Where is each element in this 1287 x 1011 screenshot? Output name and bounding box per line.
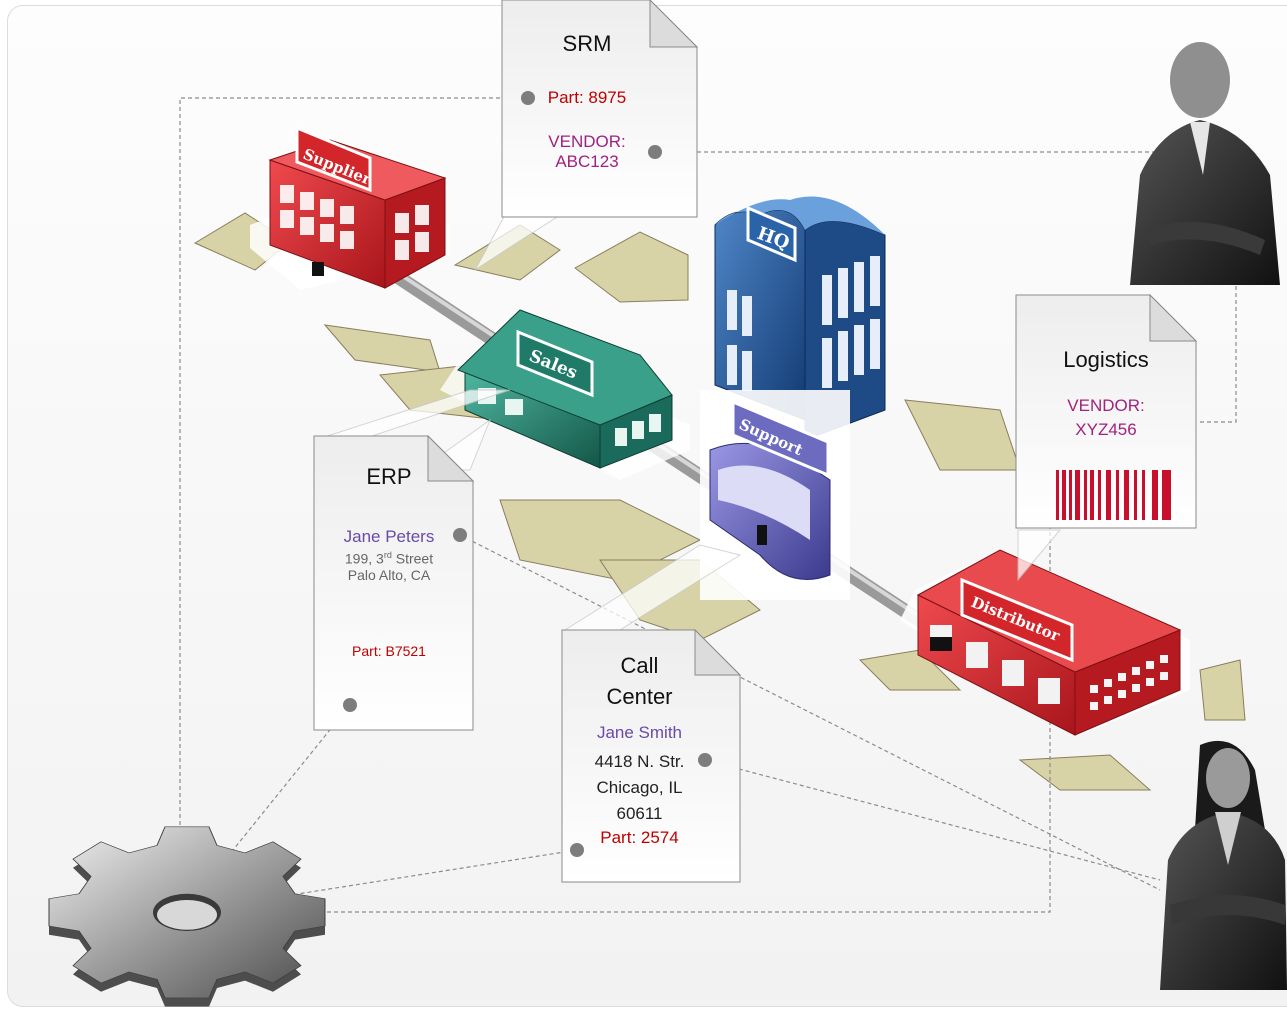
erp-part-number: Part: B7521 <box>352 642 426 659</box>
call-center-street: 4418 N. Str. <box>594 752 685 771</box>
hq-building: HQ <box>714 196 886 441</box>
logistics-vendor-label: VENDOR: <box>1067 396 1145 415</box>
call-center-part-number: Part: 2574 <box>600 828 679 847</box>
erp-part-connector-dot <box>343 698 357 712</box>
call-center-city: Chicago, IL <box>596 778 683 797</box>
call-center-zip: 60611 <box>616 804 663 823</box>
srm-title: SRM <box>562 31 612 56</box>
erp-street: 199, 3rd Street <box>344 550 434 567</box>
businessman-photo <box>1130 42 1280 285</box>
srm-vendor-label: VENDOR: <box>548 132 626 151</box>
erp-city: Palo Alto, CA <box>347 566 431 583</box>
srm-note-sheet <box>501 0 698 218</box>
erp-note-sheet <box>313 435 474 731</box>
srm-part-connector-dot <box>521 91 535 105</box>
gear-icon <box>48 826 326 1007</box>
srm-part-number: Part: 8975 <box>547 88 627 107</box>
note-sheets <box>313 0 1198 883</box>
srm-vendor-code: ABC123 <box>555 152 619 171</box>
call-center-part-connector-dot <box>570 843 584 857</box>
ground-patches <box>193 212 1246 791</box>
call-center-title-line2: Center <box>606 684 673 709</box>
support-building: Support <box>700 390 850 600</box>
call-center-contact-name: Jane Smith <box>596 723 683 742</box>
srm-note: SRM Part: 8975 VENDOR: ABC123 <box>502 30 672 172</box>
call-center-note-sheet <box>561 629 741 883</box>
call-center-note: Call Center Jane Smith 4418 N. Str. Chic… <box>562 652 717 849</box>
erp-note: ERP Jane Peters 199, 3rd Street Palo Alt… <box>314 463 464 659</box>
barcode <box>1056 470 1171 520</box>
logistics-note: Logistics VENDOR: XYZ456 <box>1016 346 1196 442</box>
logistics-note-sheet <box>1015 294 1197 529</box>
erp-contact-name: Jane Peters <box>343 527 435 546</box>
erp-name-connector-dot <box>453 528 467 542</box>
logistics-title: Logistics <box>1063 347 1149 372</box>
logistics-vendor-code: XYZ456 <box>1075 420 1137 439</box>
srm-vendor-connector-dot <box>648 145 662 159</box>
distributor-building: Distributor <box>900 549 1190 736</box>
businesswoman-photo <box>1160 740 1287 990</box>
erp-title: ERP <box>366 464 412 489</box>
supplier-building: Supplier <box>250 125 450 290</box>
call-center-title-line1: Call <box>620 653 659 678</box>
call-center-name-connector-dot <box>698 753 712 767</box>
